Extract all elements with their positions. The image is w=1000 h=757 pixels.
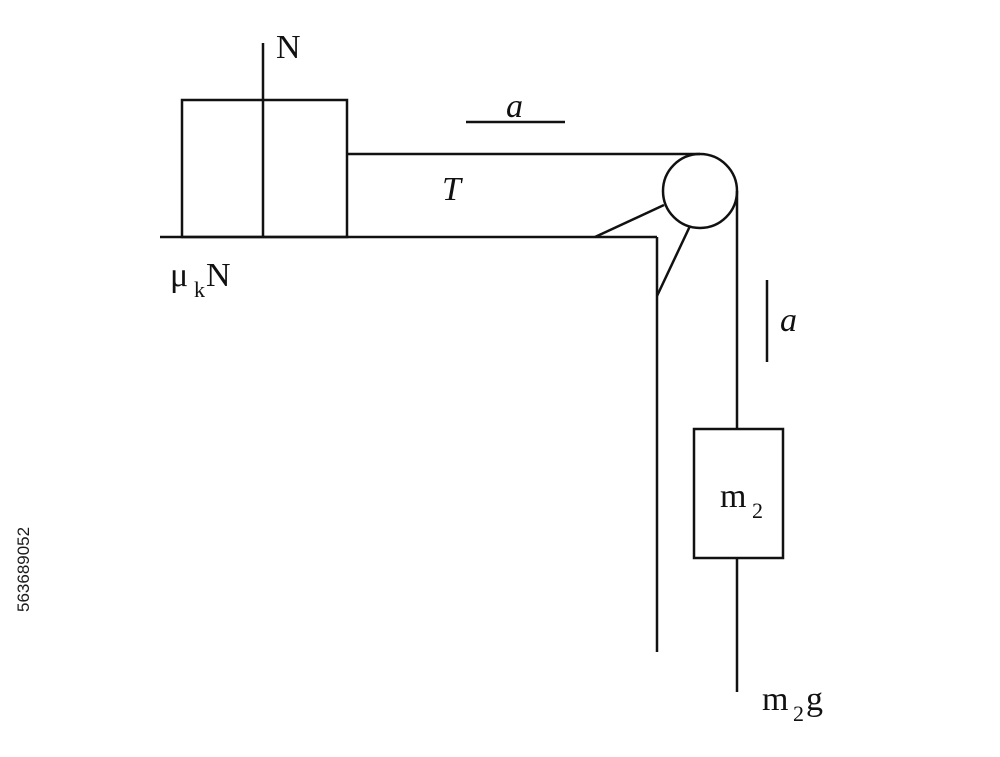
pulley-bracket-upper (594, 203, 665, 239)
weight-subscript: 2 (793, 701, 804, 726)
tension-label: T (442, 171, 463, 208)
mass-label: m (720, 478, 746, 515)
mass-subscript: 2 (752, 498, 763, 523)
friction-mu-label: μ (170, 257, 188, 294)
weight-g-label: g (806, 681, 823, 718)
pulley-bracket-lower (655, 225, 692, 297)
block-m2 (692, 427, 785, 560)
watermark-id: 563689052 (14, 527, 33, 612)
acceleration-label-top: a (506, 88, 523, 125)
block-m1 (180, 98, 349, 239)
pulley-wheel (661, 152, 739, 230)
acceleration-label-side: a (780, 302, 797, 339)
friction-n-label: N (206, 257, 231, 294)
friction-k-subscript: k (194, 277, 205, 302)
weight-m-label: m (762, 681, 788, 718)
normal-force-label: N (276, 29, 301, 66)
